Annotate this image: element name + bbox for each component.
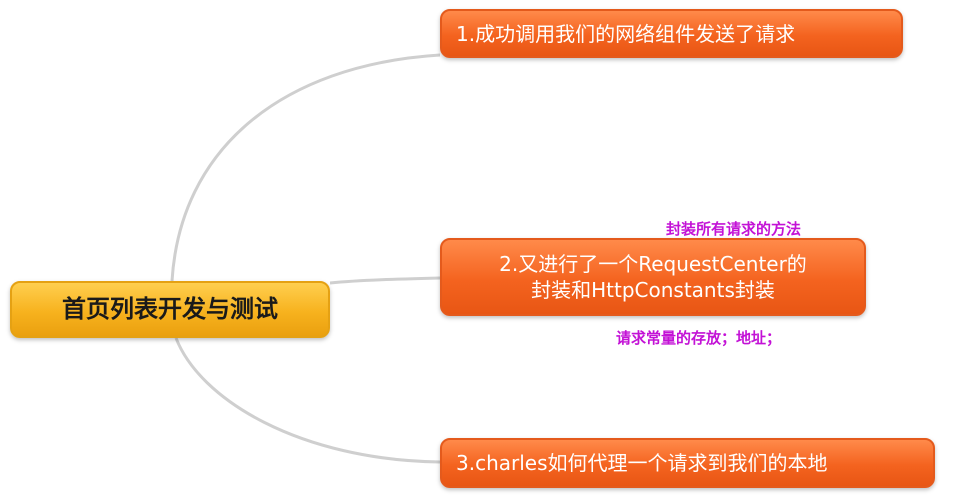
annotation-request-methods: 封装所有请求的方法	[666, 220, 802, 238]
topic-node-1[interactable]: 1.成功调用我们的网络组件发送了请求	[440, 9, 903, 58]
connector-root-to-child-1	[170, 53, 441, 282]
root-topic-node[interactable]: 首页列表开发与测试	[10, 281, 330, 338]
topic-node-3-label: 3.charles如何代理一个请求到我们的本地	[456, 451, 828, 475]
topic-node-1-label: 1.成功调用我们的网络组件发送了请求	[456, 21, 796, 46]
topic-node-2-label-line2: 封装和HttpConstants封装	[531, 278, 775, 302]
topic-node-2-label-line1: 2.又进行了一个RequestCenter的	[499, 252, 807, 276]
topic-node-3[interactable]: 3.charles如何代理一个请求到我们的本地	[440, 438, 935, 488]
connector-root-to-child-3	[174, 337, 441, 464]
connector-root-to-child-2	[329, 276, 441, 285]
topic-node-2[interactable]: 2.又进行了一个RequestCenter的 封装和HttpConstants封…	[440, 238, 866, 316]
annotation-request-constants: 请求常量的存放；地址；	[616, 329, 782, 347]
root-topic-label: 首页列表开发与测试	[62, 294, 278, 323]
